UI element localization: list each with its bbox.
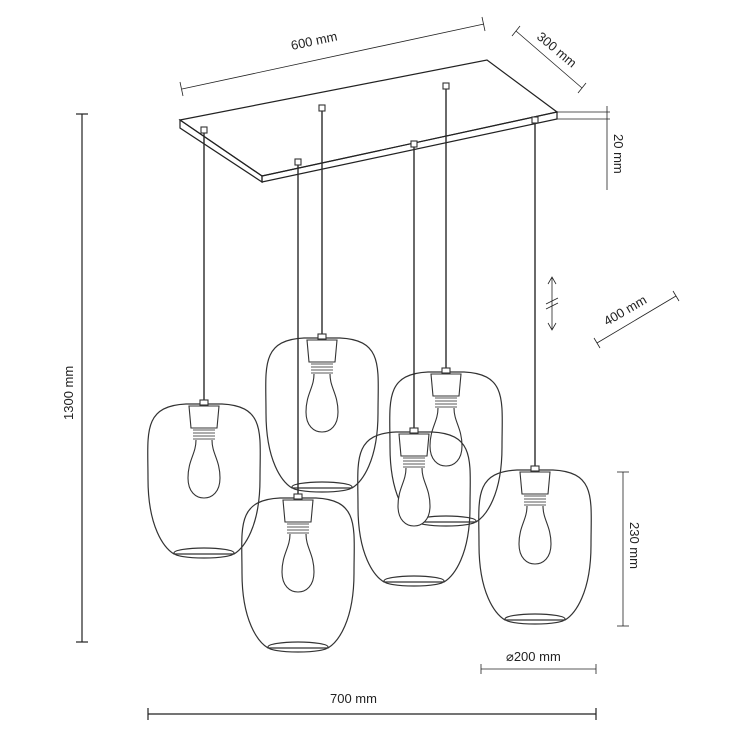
cable-clamp xyxy=(200,126,208,134)
cable-grip xyxy=(199,399,209,406)
pendants xyxy=(147,82,592,653)
cable-grip xyxy=(293,493,303,500)
cable-clamp xyxy=(294,158,302,166)
canopy-height-dimension: 20 mm xyxy=(557,106,626,190)
shade-rim xyxy=(291,481,353,493)
pendant-lamp xyxy=(241,158,355,653)
shade-rim xyxy=(173,547,235,559)
lamp-socket xyxy=(430,373,462,397)
light-bulb xyxy=(187,439,221,499)
cable-grip xyxy=(530,465,540,472)
total-width-label: 700 mm xyxy=(330,691,377,706)
shade-height-dimension: 230 mm xyxy=(617,471,642,627)
light-bulb xyxy=(429,407,463,467)
cable-clamp xyxy=(442,82,450,90)
canopy-width-dimension: 300 mm xyxy=(511,25,587,94)
cable-adjust-label: 400 mm xyxy=(601,292,649,328)
shade-rim xyxy=(267,641,329,653)
lamp-socket xyxy=(398,433,430,457)
cable-grip xyxy=(317,333,327,340)
shade-rim xyxy=(504,613,566,625)
cable-clamp xyxy=(410,140,418,148)
light-bulb xyxy=(518,505,552,565)
light-bulb xyxy=(281,533,315,593)
shade-height-label: 230 mm xyxy=(627,522,642,569)
cable-adjust-marker xyxy=(545,276,559,331)
pendant-lamp xyxy=(389,82,503,527)
cable-grip xyxy=(409,427,419,434)
canopy-length-label: 600 mm xyxy=(290,28,339,52)
canopy-width-label: 300 mm xyxy=(534,29,580,71)
shade-diameter-dimension: ⌀200 mm xyxy=(480,649,597,674)
cable-adjust-dimension: 400 mm xyxy=(593,290,680,349)
total-height-dimension: 1300 mm xyxy=(61,113,88,643)
lamp-socket xyxy=(519,471,551,495)
canopy-height-label: 20 mm xyxy=(611,134,626,174)
cable-clamp xyxy=(531,116,539,124)
pendant-lamp xyxy=(265,104,379,493)
lamp-socket xyxy=(282,499,314,523)
total-height-label: 1300 mm xyxy=(61,366,76,420)
light-bulb xyxy=(305,373,339,433)
cable-grip xyxy=(441,367,451,374)
lamp-socket xyxy=(306,339,338,363)
pendant-lamp xyxy=(478,116,592,625)
light-bulb xyxy=(397,467,431,527)
pendant-lamp xyxy=(357,140,471,587)
total-width-dimension: 700 mm xyxy=(147,691,597,720)
pendant-lamp xyxy=(147,126,261,559)
lamp-socket xyxy=(188,405,220,429)
cable-clamp xyxy=(318,104,326,112)
canopy xyxy=(178,59,559,184)
shade-diameter-label: ⌀200 mm xyxy=(506,649,561,664)
canopy-length-dimension: 600 mm xyxy=(179,16,486,97)
shade-rim xyxy=(383,575,445,587)
